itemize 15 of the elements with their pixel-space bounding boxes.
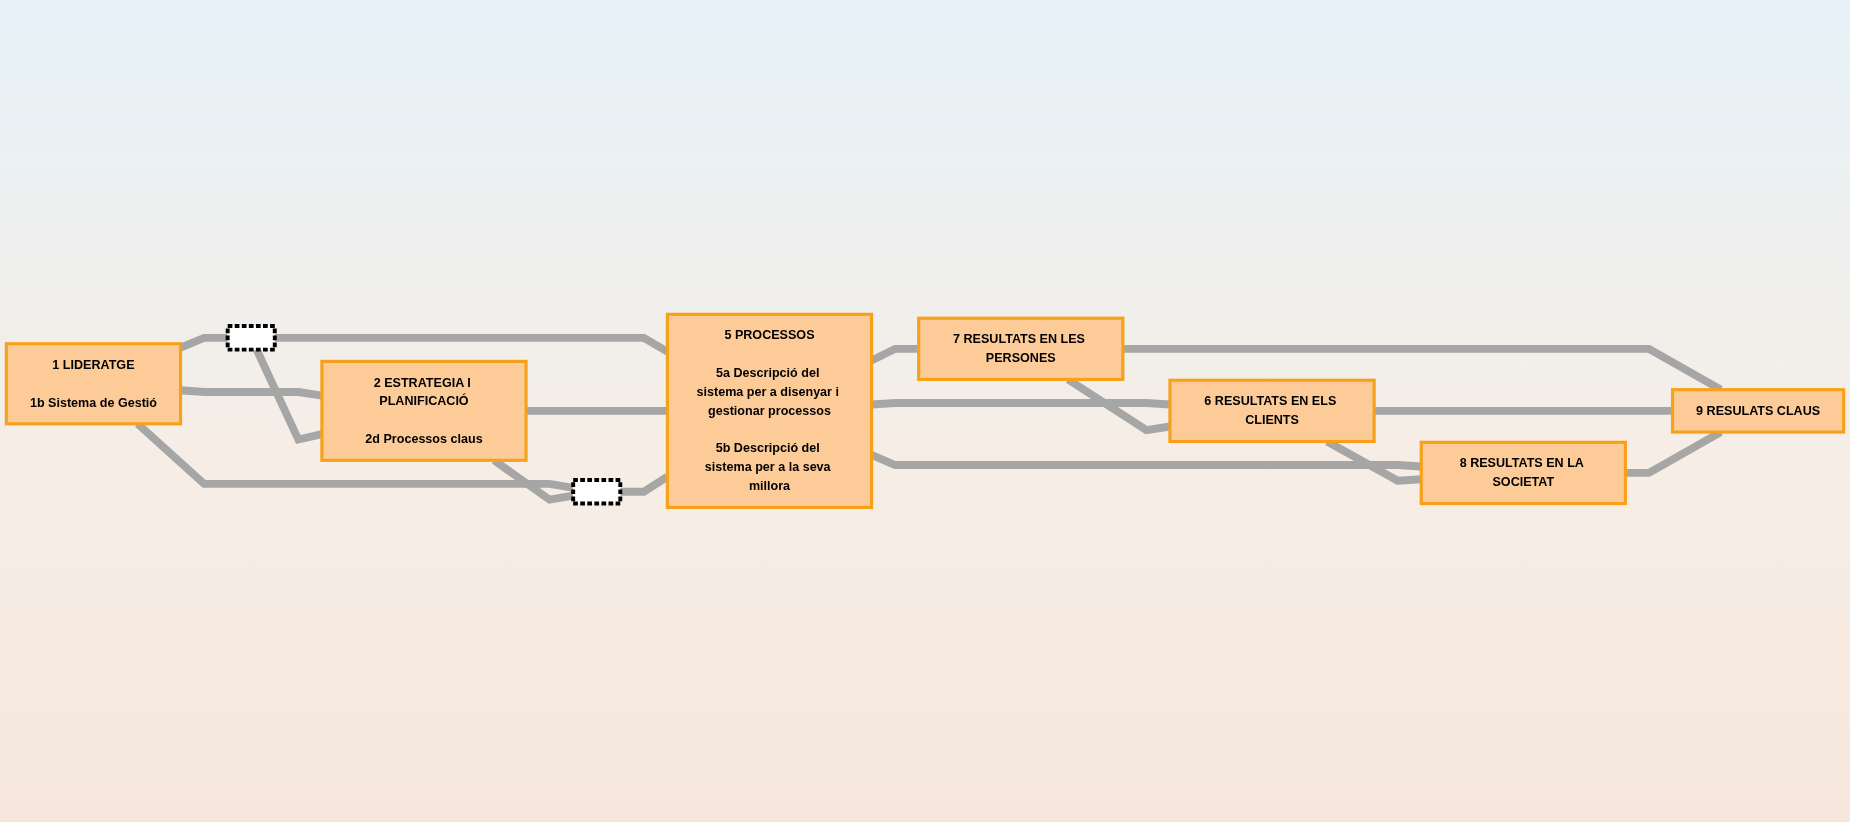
connector <box>180 386 323 400</box>
node-box: 5 PROCESSOS 5a Descripció del sistema per a disenyar i gestionar processos 5b Descripció del sistema per a la seva millora <box>665 312 874 510</box>
node-box <box>225 324 277 352</box>
node-box: 1 LIDERATGE 1b Sistema de Gestió <box>4 342 183 426</box>
node-box: 7 RESULTATS EN LES PERSONES <box>917 316 1125 382</box>
connector <box>526 407 668 415</box>
connector <box>1374 407 1673 415</box>
connector <box>179 334 228 352</box>
node-box: 2 ESTRATEGIA I PLANIFICACIÓ 2d Processos claus <box>320 359 528 463</box>
node-box: 6 RESULTATS EN ELS CLIENTS <box>1168 378 1376 444</box>
connector <box>871 399 1171 409</box>
node-box: 8 RESULTATS EN LA SOCIETAT <box>1419 440 1627 506</box>
connector <box>253 348 323 445</box>
node-box <box>571 478 623 506</box>
node-box: 9 RESULATS CLAUS <box>1670 388 1846 434</box>
